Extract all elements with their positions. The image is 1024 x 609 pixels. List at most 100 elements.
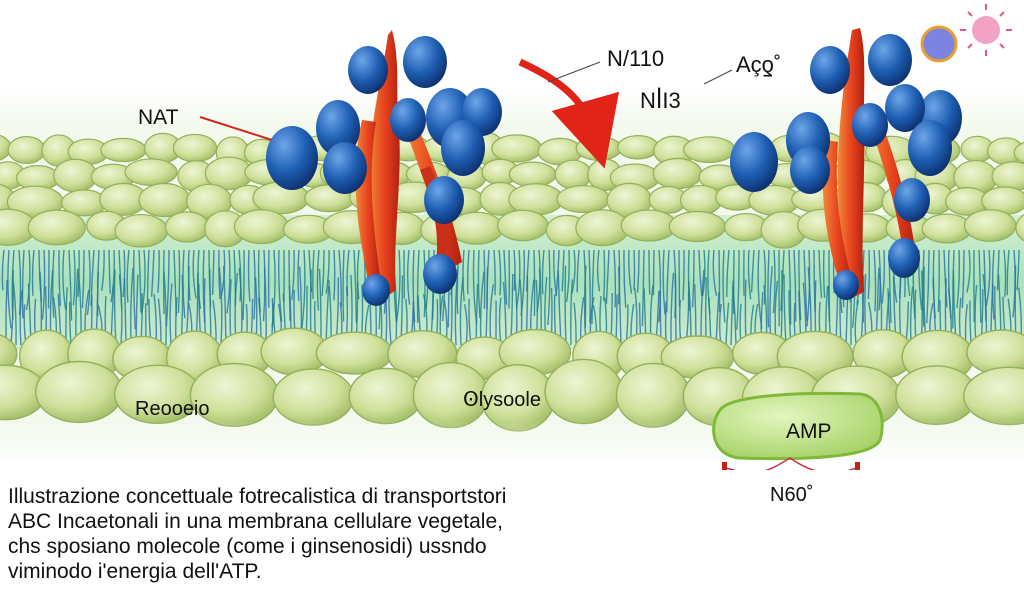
lipid-tail: [736, 249, 740, 330]
lipid-tail: [698, 249, 703, 297]
lipid-tail: [462, 249, 465, 302]
amp-label: AMP: [786, 420, 832, 443]
protein-subunit: [266, 126, 318, 190]
nat-label: NAT: [138, 106, 179, 129]
protein-subunit: [908, 120, 952, 176]
lipid-tail: [943, 249, 948, 308]
lipid-tail: [665, 249, 670, 313]
lipid-tail: [641, 249, 645, 327]
lipid-tail: [822, 249, 826, 299]
lipid-tail: [783, 274, 787, 346]
lipid-tail: [58, 249, 62, 306]
lipid-tail: [182, 249, 186, 319]
lower-cell: [348, 367, 423, 425]
lower-cell: [615, 362, 691, 428]
lipid-tail: [922, 249, 925, 327]
amp-marker-left: [722, 462, 727, 470]
lipid-tail: [101, 249, 105, 292]
lipid-tail: [126, 249, 130, 303]
protein-subunit: [316, 100, 360, 156]
lipid-tail: [513, 249, 516, 291]
lipid-tail: [466, 249, 470, 295]
lipid-tail: [187, 249, 191, 301]
lipid-tail: [163, 271, 167, 346]
lipid-tail: [338, 249, 342, 308]
lipid-tail: [192, 249, 197, 299]
lipid-tail: [818, 249, 823, 299]
lipid-tail: [342, 249, 345, 322]
upper-cell: [616, 135, 660, 160]
lipid-tail: [873, 249, 877, 312]
lipid-tail: [19, 290, 23, 346]
lipid-tail: [803, 249, 808, 321]
lipid-tail: [108, 249, 111, 294]
lipid-tail: [718, 249, 721, 312]
lipid-tail: [596, 249, 601, 292]
lipid-tail: [346, 249, 350, 296]
lipid-tail: [123, 278, 127, 346]
lipid-tail: [588, 249, 591, 323]
lipid-tail: [157, 249, 160, 293]
upper-cell: [164, 211, 210, 243]
lower-cell: [34, 360, 124, 424]
lipid-tail: [25, 249, 31, 310]
lipid-tail: [321, 249, 325, 297]
upper-cell: [7, 136, 46, 165]
protein-subunit: [885, 84, 925, 132]
helix-strand: [420, 166, 448, 262]
caption-line: viminodo i'energia dell'ATP.: [8, 560, 262, 583]
upper-cell: [1013, 141, 1024, 164]
lipid-tail: [353, 249, 358, 323]
protein-subunit: [852, 103, 888, 147]
lipid-tail: [747, 249, 752, 300]
lipid-tail: [648, 249, 651, 295]
upper-cell: [497, 209, 549, 242]
lipid-tail: [798, 249, 802, 321]
helix-strand: [822, 140, 852, 284]
upper-cell: [172, 133, 218, 163]
lipid-tail: [416, 249, 420, 323]
lipid-tail: [520, 249, 526, 316]
upper-cell: [921, 213, 973, 244]
lipid-tail: [763, 249, 767, 305]
lipid-tail: [937, 249, 940, 313]
lipid-tail: [687, 249, 691, 311]
lipid-tail: [406, 249, 411, 305]
caption-line: chs sposiano molecole (come i ginsenosid…: [8, 535, 487, 558]
nat-pointer: [199, 116, 273, 141]
upper-cell: [554, 159, 592, 190]
protein-subunit: [424, 176, 464, 224]
lipid-tail: [978, 249, 982, 323]
lipid-tail: [867, 249, 871, 299]
lipid-tail: [956, 249, 961, 309]
lower-cell: [0, 333, 18, 375]
lipid-tail: [533, 249, 536, 317]
upper-cell: [233, 209, 289, 245]
lipid-tail: [961, 249, 965, 309]
lipid-tail: [395, 249, 401, 323]
lipid-tail: [682, 249, 685, 301]
lipid-tail: [617, 266, 622, 346]
lipid-tail: [576, 249, 580, 293]
lipid-tail: [691, 249, 695, 308]
caption: Illustrazione concettuale fotrecalistica…: [8, 484, 708, 584]
lipid-tail: [701, 249, 706, 297]
acg-pointer: [703, 69, 733, 85]
upper-cell: [680, 184, 723, 216]
amp-organelle: [712, 391, 884, 461]
protein-subunit: [323, 142, 367, 194]
lipid-tail: [297, 249, 300, 301]
lipid-tail: [674, 273, 677, 346]
lipid-tail: [926, 249, 930, 324]
lipid-tail: [150, 249, 155, 297]
lipid-tail: [486, 249, 490, 310]
lipid-tail: [72, 249, 76, 306]
lipid-tail: [52, 249, 55, 318]
lipid-tail: [247, 249, 251, 302]
lipid-tail: [1, 249, 5, 291]
lipid-tail: [623, 249, 627, 308]
lipid-tail: [571, 249, 576, 294]
lipid-tail: [177, 249, 181, 314]
membrane-illustration: [0, 4, 1024, 470]
upper-cell: [491, 134, 543, 163]
